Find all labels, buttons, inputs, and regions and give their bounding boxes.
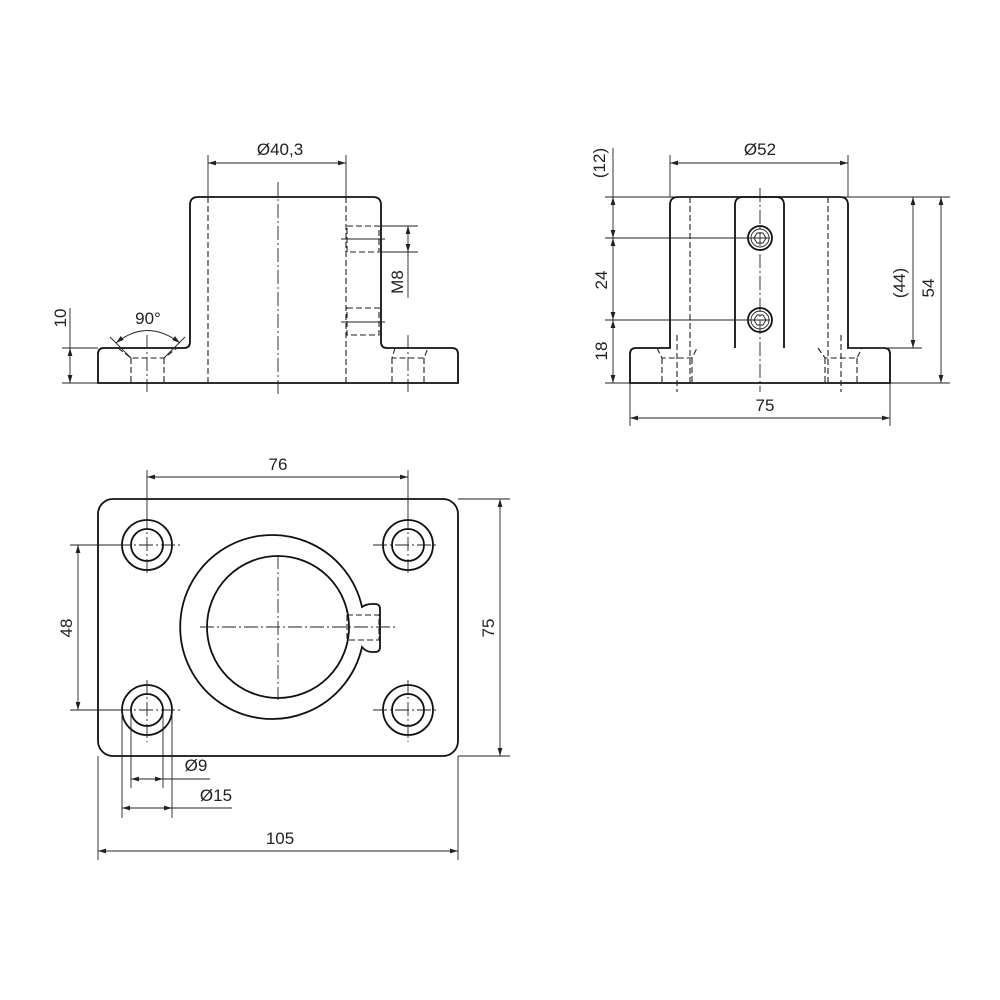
- dim-outer-dia: Ø52: [744, 140, 776, 159]
- dim-plate-depth: 75: [479, 619, 498, 638]
- dim-bore-dia: Ø40,3: [257, 140, 303, 159]
- dim-hole-spacing-x: 76: [269, 455, 288, 474]
- side-view: Ø52 (12) 24 18 (44) 54 75: [590, 140, 950, 426]
- dim-counterbore-dia: Ø15: [200, 786, 232, 805]
- dim-tube-height: (44): [890, 268, 909, 298]
- dim-thread: M8: [388, 270, 407, 294]
- dim-bottom-offset: 18: [592, 342, 611, 361]
- tube-outer: [179, 534, 381, 720]
- dim-flange-thickness: 10: [51, 309, 70, 328]
- dim-top-offset: (12): [590, 148, 609, 178]
- set-screw-hidden: [346, 307, 380, 336]
- dim-hole-dia: Ø9: [185, 756, 208, 775]
- dim-total-height: 54: [919, 279, 938, 298]
- dim-countersink-angle: 90°: [135, 309, 161, 328]
- dim-width: 75: [756, 396, 775, 415]
- base-plate: [97, 498, 459, 757]
- dim-hole-spacing-y: 48: [57, 619, 76, 638]
- dim-plate-length: 105: [266, 829, 294, 848]
- dim-screw-spacing: 24: [592, 271, 611, 290]
- front-outline: [97, 196, 459, 384]
- top-view: 76 48 75 Ø9 Ø15 105: [57, 455, 510, 860]
- front-view: Ø40,3 M8 10 90°: [51, 140, 459, 395]
